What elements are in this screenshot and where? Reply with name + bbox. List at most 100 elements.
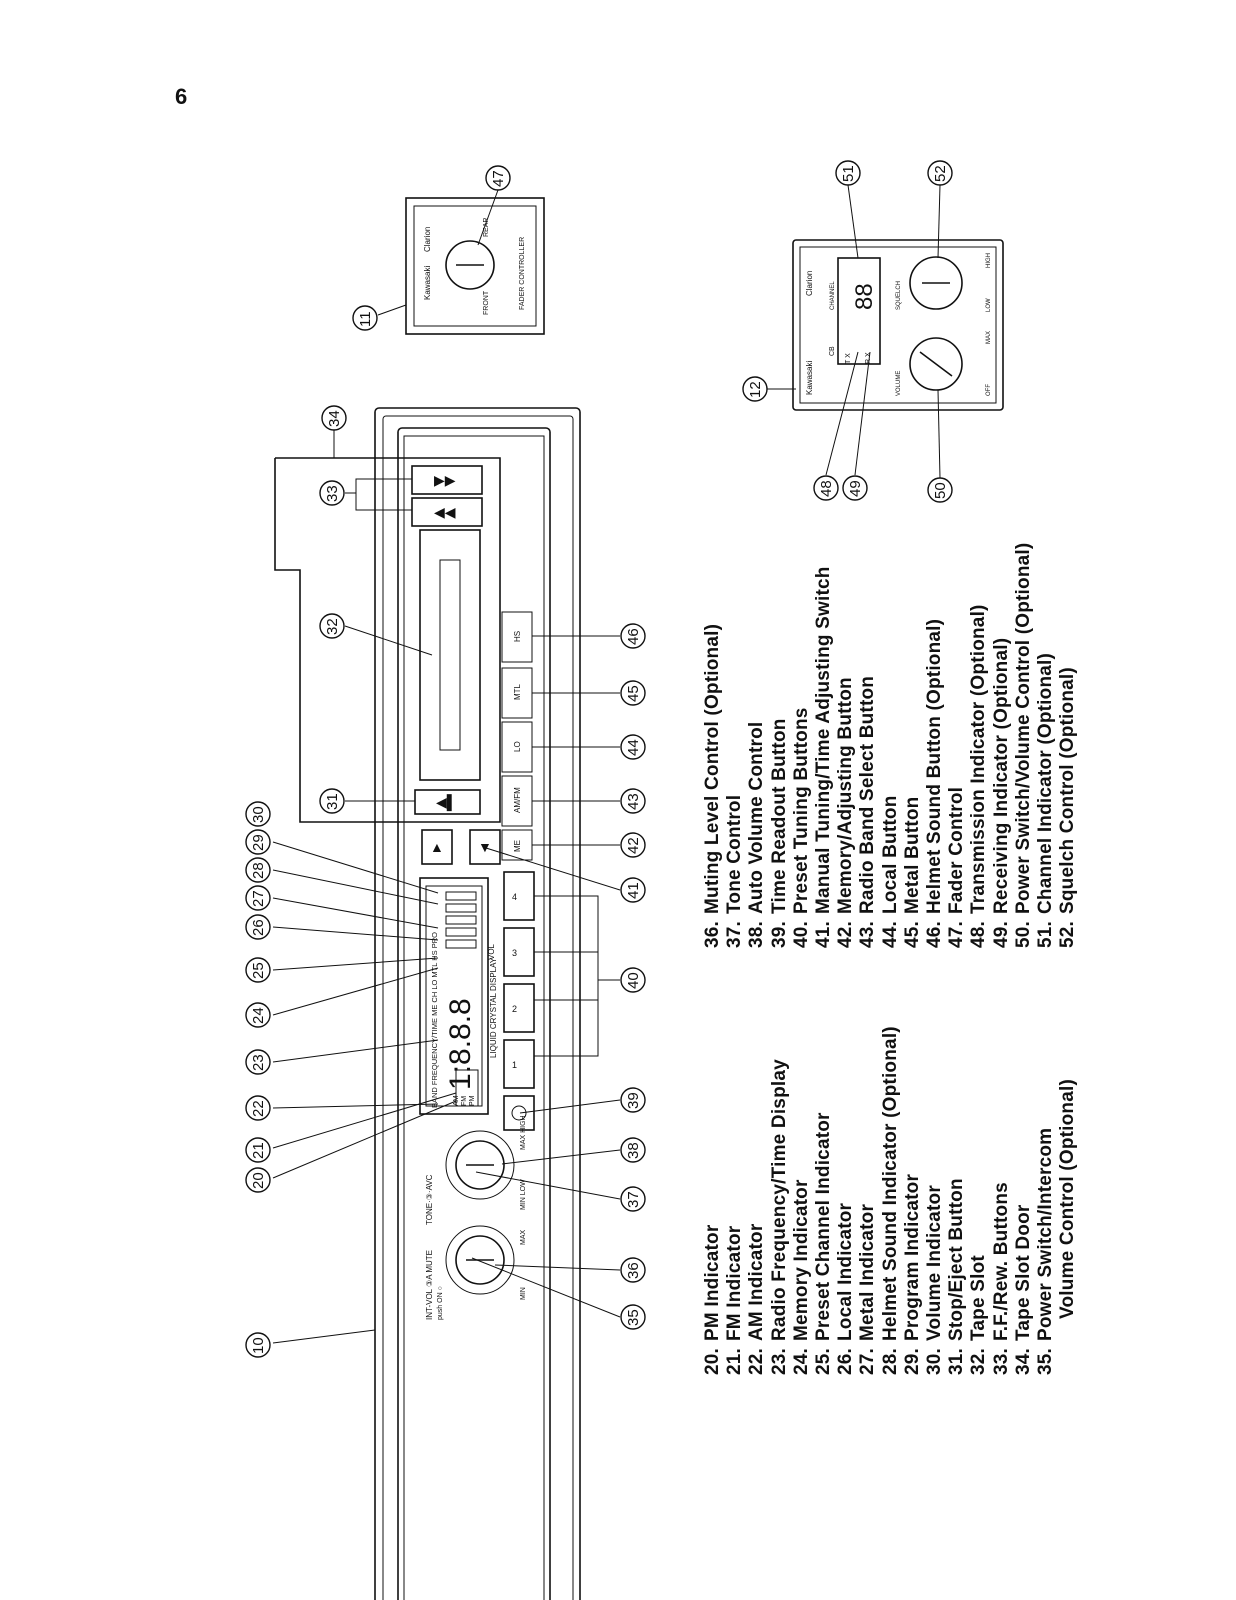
callout-27: 27: [245, 885, 271, 911]
svg-text:27: 27: [250, 890, 267, 907]
cb-low: LOW: [986, 298, 992, 312]
callout-20: 20: [245, 1167, 271, 1193]
svg-text:41: 41: [625, 882, 642, 899]
callout-44: 44: [620, 734, 646, 760]
callout-51: 51: [835, 160, 861, 186]
knob-right-low: MIN LOW: [520, 1179, 527, 1210]
svg-text:48: 48: [818, 480, 835, 497]
rew-symbol: ◀◀: [434, 504, 456, 520]
svg-text:36: 36: [625, 1262, 642, 1279]
svg-text:44: 44: [625, 739, 642, 756]
svg-text:49: 49: [847, 480, 864, 497]
cb-high: HIGH: [986, 253, 992, 268]
callout-28: 28: [245, 857, 271, 883]
hs-button-label: HS: [513, 631, 522, 642]
svg-text:11: 11: [357, 311, 374, 327]
cb-unit: 88 CB CHANNEL T X R X Kawasaki Clarion V…: [792, 239, 1004, 411]
svg-text:42: 42: [625, 837, 642, 854]
callout-41: 41: [620, 877, 646, 903]
cb-rx: R X: [865, 352, 872, 364]
cb-volume: VOLUME: [896, 371, 902, 396]
svg-text:50: 50: [932, 482, 949, 499]
callouts: 10 11 12 20 21 22 23 24 25 26 27 28 29 3…: [245, 160, 953, 1358]
svg-text:40: 40: [625, 972, 642, 989]
callout-39: 39: [620, 1087, 646, 1113]
callout-48: 48: [813, 475, 839, 501]
cb-brand: Kawasaki: [805, 361, 814, 395]
callout-24: 24: [245, 1002, 271, 1028]
callout-46: 46: [620, 623, 646, 649]
pm-label: PM: [469, 1095, 476, 1106]
svg-text:29: 29: [250, 834, 267, 851]
callout-10: 10: [245, 1332, 271, 1358]
amfm-button-label: AM/FM: [513, 787, 522, 813]
knob-left-max: MAX: [520, 1230, 527, 1246]
svg-text:43: 43: [625, 793, 642, 810]
svg-text:51: 51: [840, 165, 857, 182]
mtl-button-label: MTL: [513, 683, 522, 700]
svg-text:45: 45: [625, 685, 642, 702]
knob-left-push: push ON ○: [437, 1286, 444, 1320]
fader-controller: Kawasaki Clarion FRONT REAR FADER CONTRO…: [405, 197, 545, 335]
svg-text:33: 33: [324, 485, 341, 502]
callout-32: 32: [319, 613, 345, 639]
cb-max: MAX: [986, 331, 992, 344]
tuning-up: ▲: [430, 839, 444, 855]
knob-left-min: MIN: [520, 1287, 527, 1300]
svg-text:12: 12: [747, 381, 764, 398]
cb-squelch: SQUELCH: [896, 281, 902, 310]
cb-channel: CHANNEL: [830, 281, 836, 310]
fm-label: FM: [461, 1096, 468, 1106]
lcd-header: BAND FREQUENCY/TIME ME CH LO MTL HS PRO: [430, 932, 439, 1108]
svg-text:38: 38: [625, 1142, 642, 1159]
cb-off: OFF: [986, 384, 992, 396]
ff-symbol: ▶▶: [434, 472, 456, 488]
callout-36: 36: [620, 1257, 646, 1283]
lcd-digits: 1:8.8.8: [444, 998, 477, 1090]
callout-25: 25: [245, 957, 271, 983]
lcd-caption: LIQUID CRYSTAL DISPLAY: [489, 957, 498, 1058]
callout-50: 50: [927, 477, 953, 503]
callout-45: 45: [620, 680, 646, 706]
svg-text:31: 31: [324, 793, 341, 810]
callout-31: 31: [319, 788, 345, 814]
svg-text:23: 23: [250, 1054, 267, 1071]
svg-text:25: 25: [250, 962, 267, 979]
svg-text:52: 52: [932, 165, 949, 182]
cb-tx: T X: [845, 353, 852, 364]
callout-26: 26: [245, 914, 271, 940]
callout-42: 42: [620, 832, 646, 858]
svg-text:35: 35: [625, 1309, 642, 1326]
lcd-vol-label: VOL: [487, 943, 496, 960]
page-number: 6: [175, 84, 188, 109]
me-button-label: ME: [513, 840, 522, 852]
preset-3-label: 3: [512, 948, 517, 958]
callout-37: 37: [620, 1186, 646, 1212]
am-label: AM: [453, 1095, 460, 1106]
svg-text:47: 47: [490, 170, 507, 187]
cb-label: CB: [829, 346, 836, 356]
callout-23: 23: [245, 1049, 271, 1075]
fader-rear: REAR: [483, 218, 490, 237]
svg-text:22: 22: [250, 1100, 267, 1117]
svg-text:21: 21: [250, 1142, 267, 1159]
lo-button-label: LO: [513, 741, 522, 752]
svg-text:34: 34: [326, 410, 343, 427]
cb-maker: Clarion: [805, 271, 814, 296]
leader-lines: [272, 184, 941, 1344]
preset-4-label: 4: [512, 892, 517, 902]
fader-maker: Clarion: [423, 227, 432, 252]
fader-brand: Kawasaki: [423, 266, 432, 300]
svg-text:10: 10: [250, 1337, 267, 1354]
callout-34: 34: [321, 405, 347, 431]
callout-12: 12: [742, 376, 768, 402]
eject-symbol: ◀▌: [436, 794, 457, 812]
callout-38: 38: [620, 1137, 646, 1163]
svg-text:37: 37: [625, 1191, 642, 1208]
stereo-unit: ◀▌ ▶▶ ◀◀ HS MTL LO AM/FM ME ▲ ▼ BAND FRE…: [274, 407, 581, 1600]
cb-digits: 88: [851, 283, 878, 310]
svg-text:28: 28: [250, 862, 267, 879]
callout-52: 52: [927, 160, 953, 186]
callout-40: 40: [620, 967, 646, 993]
callout-49: 49: [842, 475, 868, 501]
